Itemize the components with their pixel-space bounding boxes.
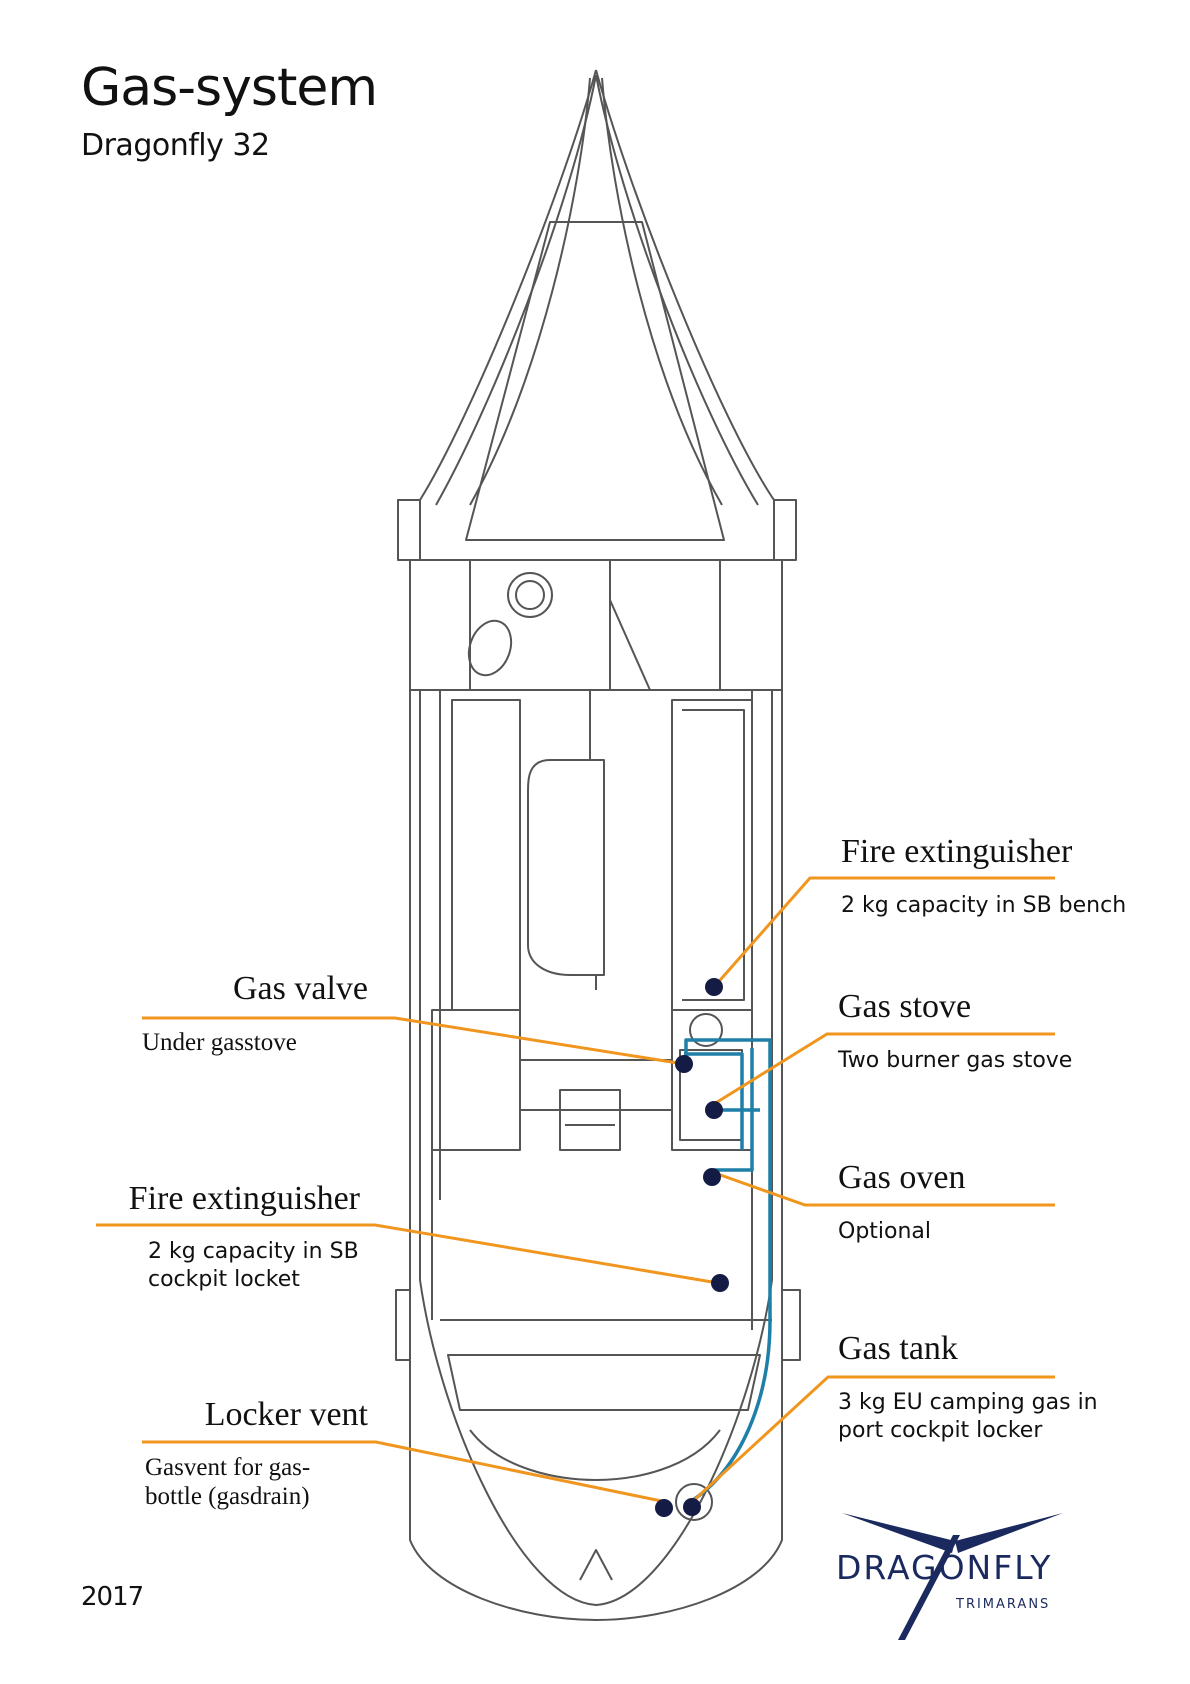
year-label: 2017 [81,1582,144,1612]
callout-title-gas-oven: Gas oven [838,1159,966,1196]
callout-title-gas-tank: Gas tank [838,1330,958,1367]
callout-title-fire-ext-locker: Fire extinguisher [128,1180,360,1217]
logo-wing-left [842,1513,955,1553]
gas-piping [684,1038,772,1504]
logo-body [898,1535,960,1640]
leader-locker-vent [142,1440,667,1504]
marker-fire-ext-bench [705,978,723,996]
leader-gas-oven [711,1170,1055,1207]
leader-fire-ext-bench [712,876,1055,988]
dragonfly-logo-mark [842,1513,1063,1640]
callout-title-locker-vent: Locker vent [204,1396,368,1433]
logo-wordmark: DRAGONFLY [836,1548,1053,1587]
gas-line [684,1052,744,1150]
callout-title-gas-valve: Gas valve [232,970,368,1007]
callout-title-fire-ext-bench: Fire extinguisher [841,833,1073,870]
callout-title-gas-stove: Gas stove [838,988,972,1025]
callout-desc-fire-ext-bench: 2 kg capacity in SB bench [841,893,1127,918]
leader-gas-tank [690,1375,1055,1504]
callout-desc-gas-oven: Optional [838,1219,932,1244]
leader-fire-ext-locker [96,1223,719,1285]
leader-gas-valve [142,1016,685,1066]
callout-leaders [96,876,1055,1504]
marker-gas-tank [683,1498,701,1516]
callout-desc-gas-tank: 3 kg EU camping gas in port cockpit lock… [838,1390,1098,1443]
marker-fire-ext-locker [711,1274,729,1292]
leader-gas-stove [713,1032,1055,1106]
callout-desc-gas-valve: Under gasstove [142,1029,297,1056]
logo-wing-right [955,1513,1063,1553]
marker-locker-vent [655,1499,673,1517]
logo-tagline: TRIMARANS [956,1597,1051,1612]
page-title: Gas-system [81,58,378,118]
marker-gas-stove [705,1101,723,1119]
hull-outline [395,69,801,1621]
marker-gas-valve [675,1055,693,1073]
marker-gas-oven [703,1168,721,1186]
gas-line [714,1048,754,1172]
page-subtitle: Dragonfly 32 [81,128,270,163]
point-markers [655,978,729,1517]
callout-desc-fire-ext-locker: 2 kg capacity in SB cockpit locket [148,1239,359,1292]
callout-desc-gas-stove: Two burner gas stove [838,1048,1073,1073]
callout-desc-locker-vent: Gasvent for gas- bottle (gasdrain) [145,1454,311,1510]
